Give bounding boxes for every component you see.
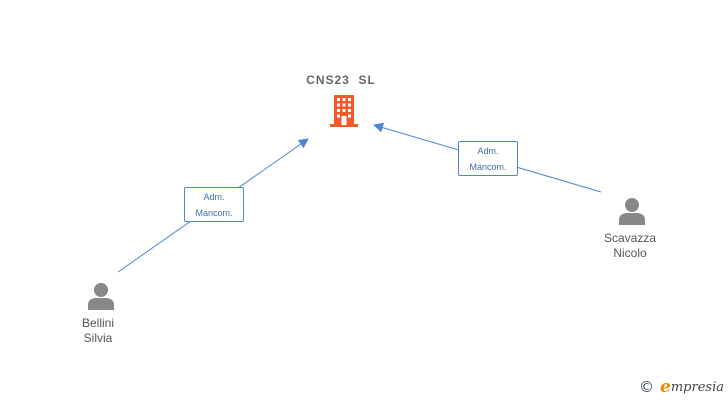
empresia-logo: © e mpresia	[639, 376, 724, 398]
brand-initial: e	[660, 377, 671, 397]
person-icon[interactable]	[619, 198, 645, 225]
person-icon[interactable]	[88, 283, 114, 310]
person-first-name: Bellini	[81, 316, 114, 330]
person-first-name: Scavazza	[603, 231, 657, 245]
building-icon[interactable]	[330, 95, 358, 127]
relation-role: Adm.	[477, 146, 499, 156]
relation-type: Mancom.	[469, 162, 507, 172]
person-label-bellini[interactable]: Bellini Silvia	[66, 316, 130, 346]
relation-role: Adm.	[203, 192, 225, 202]
person-label-scavazza[interactable]: Scavazza Nicolo	[592, 231, 668, 261]
person-last-name: Silvia	[83, 331, 113, 345]
relation-label: Adm. Mancom.	[184, 187, 244, 222]
relation-type: Mancom.	[195, 208, 233, 218]
brand-name: mpresia	[670, 379, 724, 395]
company-name[interactable]: CNS23 SL	[306, 73, 376, 87]
copyright-symbol: ©	[639, 378, 655, 396]
person-last-name: Nicolo	[613, 246, 647, 260]
relation-label: Adm. Mancom.	[458, 141, 518, 176]
